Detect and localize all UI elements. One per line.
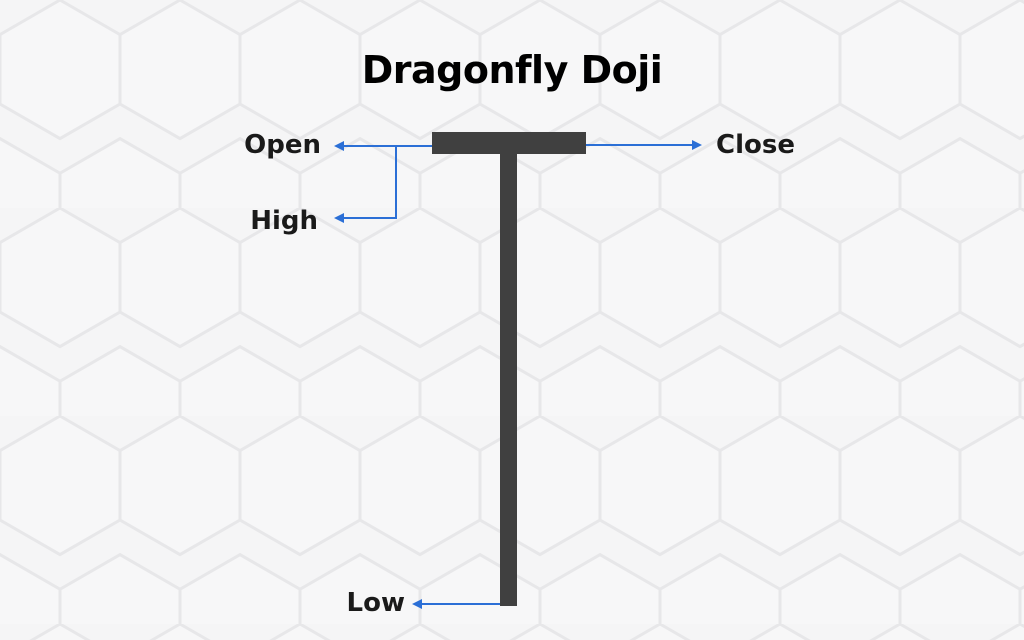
candle-lower-shadow [500, 150, 517, 606]
low-label: Low [346, 588, 405, 618]
close-label: Close [716, 130, 795, 160]
high-label: High [250, 206, 318, 236]
open-label: Open [244, 130, 321, 160]
diagram-title: Dragonfly Doji [361, 48, 663, 92]
high-arrow [334, 146, 397, 223]
candle-body [432, 132, 586, 154]
